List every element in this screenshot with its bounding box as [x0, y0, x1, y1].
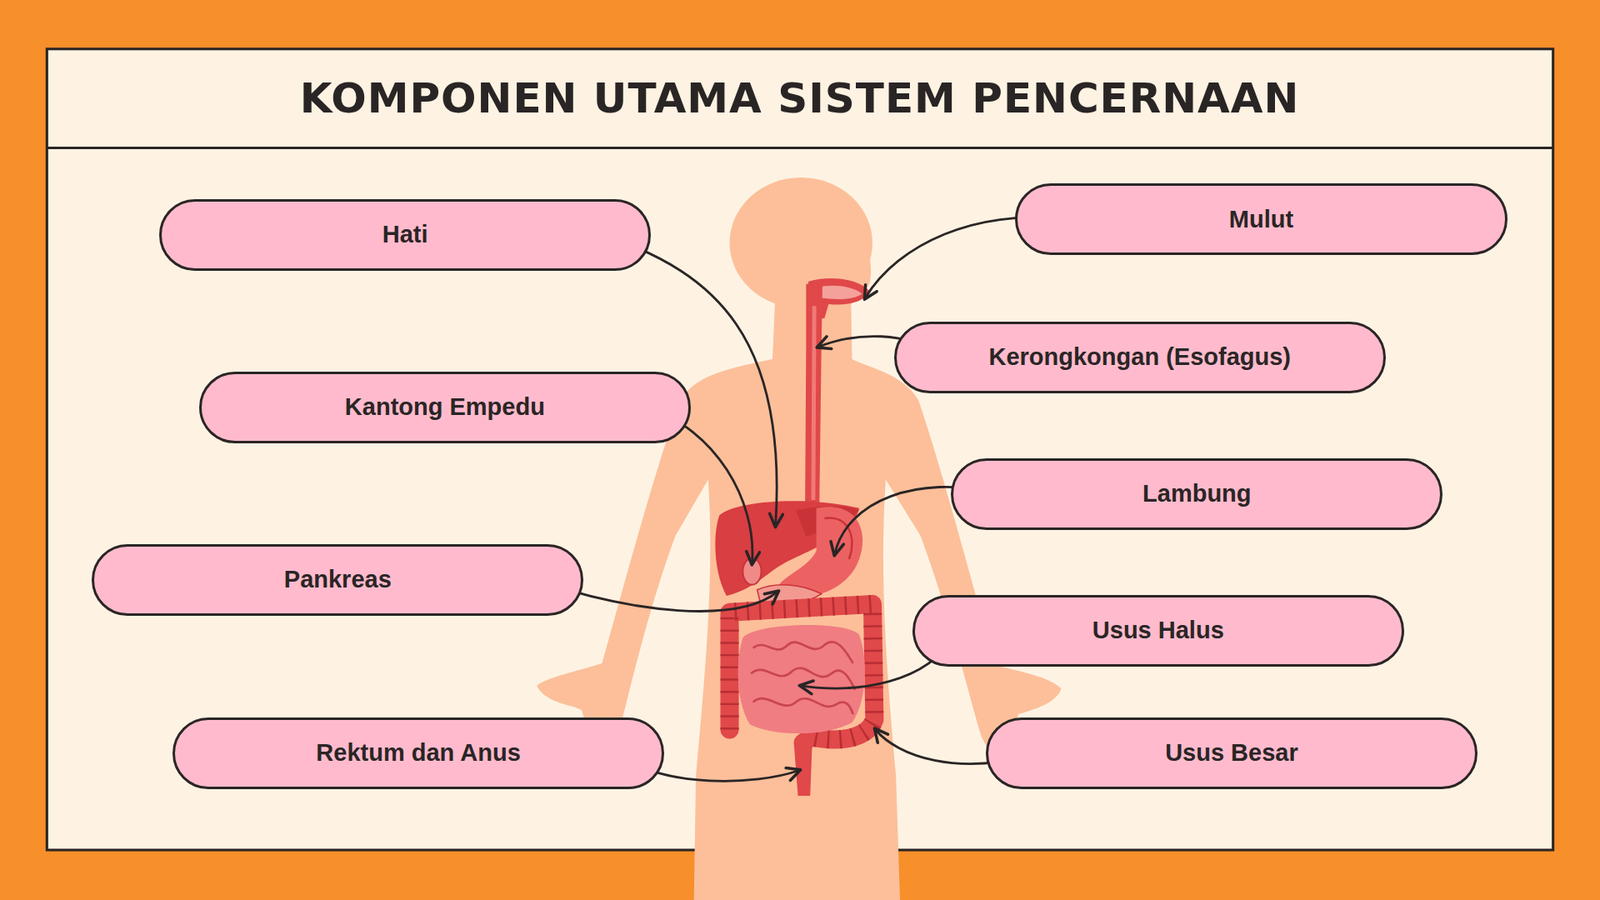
organ-label: Pankreas: [284, 565, 392, 594]
small-intestine-loops: [750, 641, 855, 715]
digestive-organs: [715, 278, 875, 796]
organ-label: Mulut: [1229, 205, 1294, 234]
label-pill: Usus Besar: [985, 717, 1478, 790]
small-intestine-shape: [738, 625, 865, 734]
label-pill: Pankreas: [91, 544, 584, 616]
organ-label: Usus Besar: [1165, 739, 1299, 767]
organ-label: Lambung: [1142, 480, 1252, 508]
label-pill: Rektum dan Anus: [172, 717, 665, 790]
organ-label: Kerongkongan (Esofagus): [988, 343, 1291, 371]
organ-label: Kantong Empedu: [345, 393, 545, 421]
tongue: [816, 285, 863, 300]
label-pill: Kerongkongan (Esofagus): [894, 321, 1386, 394]
esophagus-lumen: [810, 305, 816, 500]
title-band: KOMPONEN UTAMA SISTEM PENCERNAAN: [48, 50, 1551, 146]
organ-label: Usus Halus: [1092, 616, 1225, 645]
label-pill: Kantong Empedu: [199, 371, 691, 444]
rectum-shape: [794, 742, 813, 796]
large-intestine-segments: [730, 604, 875, 740]
label-pill: Hati: [159, 199, 651, 271]
title-divider: [46, 146, 1553, 150]
esophagus-shape: [805, 283, 823, 505]
title-text: KOMPONEN UTAMA SISTEM PENCERNAAN: [300, 74, 1300, 123]
label-pill: Lambung: [950, 458, 1443, 530]
body-silhouette: [536, 177, 1061, 900]
organ-label: Rektum dan Anus: [315, 739, 520, 767]
large-intestine-shape: [730, 604, 875, 744]
label-pill: Usus Halus: [912, 595, 1405, 667]
stomach-fold: [824, 518, 852, 560]
label-pill: Mulut: [1015, 183, 1507, 255]
organ-label: Hati: [382, 220, 429, 249]
